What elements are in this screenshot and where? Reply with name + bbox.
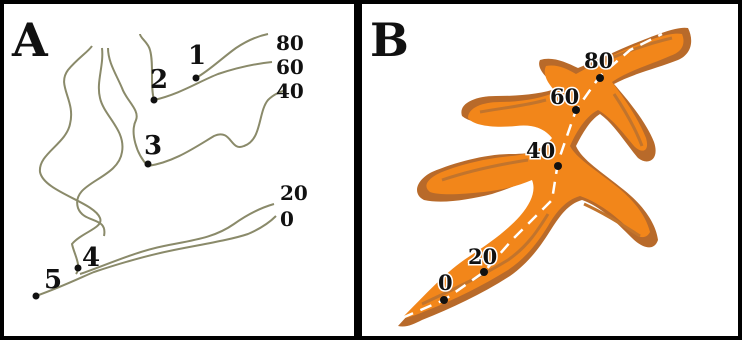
panel-b-letter: B [370, 13, 409, 67]
contour-map-svg: A 1 2 3 4 5 80 60 40 20 0 [4, 4, 354, 336]
point-1-label: 1 [188, 41, 206, 71]
route-point-20 [480, 268, 488, 276]
point-5-marker [33, 293, 40, 300]
point-1-marker [193, 75, 200, 82]
route-label-80: 80 [584, 48, 613, 73]
contour-line-20 [40, 46, 101, 274]
route-label-0: 0 [438, 270, 453, 295]
point-3-label: 3 [144, 131, 162, 161]
point-4-marker [75, 265, 82, 272]
contour-line-20-lower [80, 204, 274, 274]
point-3-marker [145, 161, 152, 168]
route-label-20: 20 [468, 244, 497, 269]
panel-a-contour-map: A 1 2 3 4 5 80 60 40 20 0 [4, 4, 354, 336]
point-2-marker [151, 97, 158, 104]
point-2-label: 2 [150, 65, 168, 95]
contour-label-40: 40 [276, 79, 304, 103]
terrain-svg: B 80 60 40 20 [362, 4, 738, 336]
point-4-label: 4 [82, 243, 100, 273]
contour-label-60: 60 [276, 55, 304, 79]
route-point-40 [554, 162, 562, 170]
contour-label-0: 0 [280, 207, 294, 231]
route-point-0 [440, 296, 448, 304]
route-point-80 [596, 74, 604, 82]
contour-line-80 [196, 34, 268, 78]
contour-line-0 [36, 216, 276, 296]
point-5-label: 5 [44, 265, 62, 295]
route-label-40: 40 [526, 138, 555, 163]
contour-label-80: 80 [276, 31, 304, 55]
contour-label-20: 20 [280, 181, 308, 205]
panel-a-letter: A [11, 13, 49, 67]
route-label-60: 60 [550, 84, 579, 109]
panel-b-terrain-view: B 80 60 40 20 [362, 4, 738, 336]
